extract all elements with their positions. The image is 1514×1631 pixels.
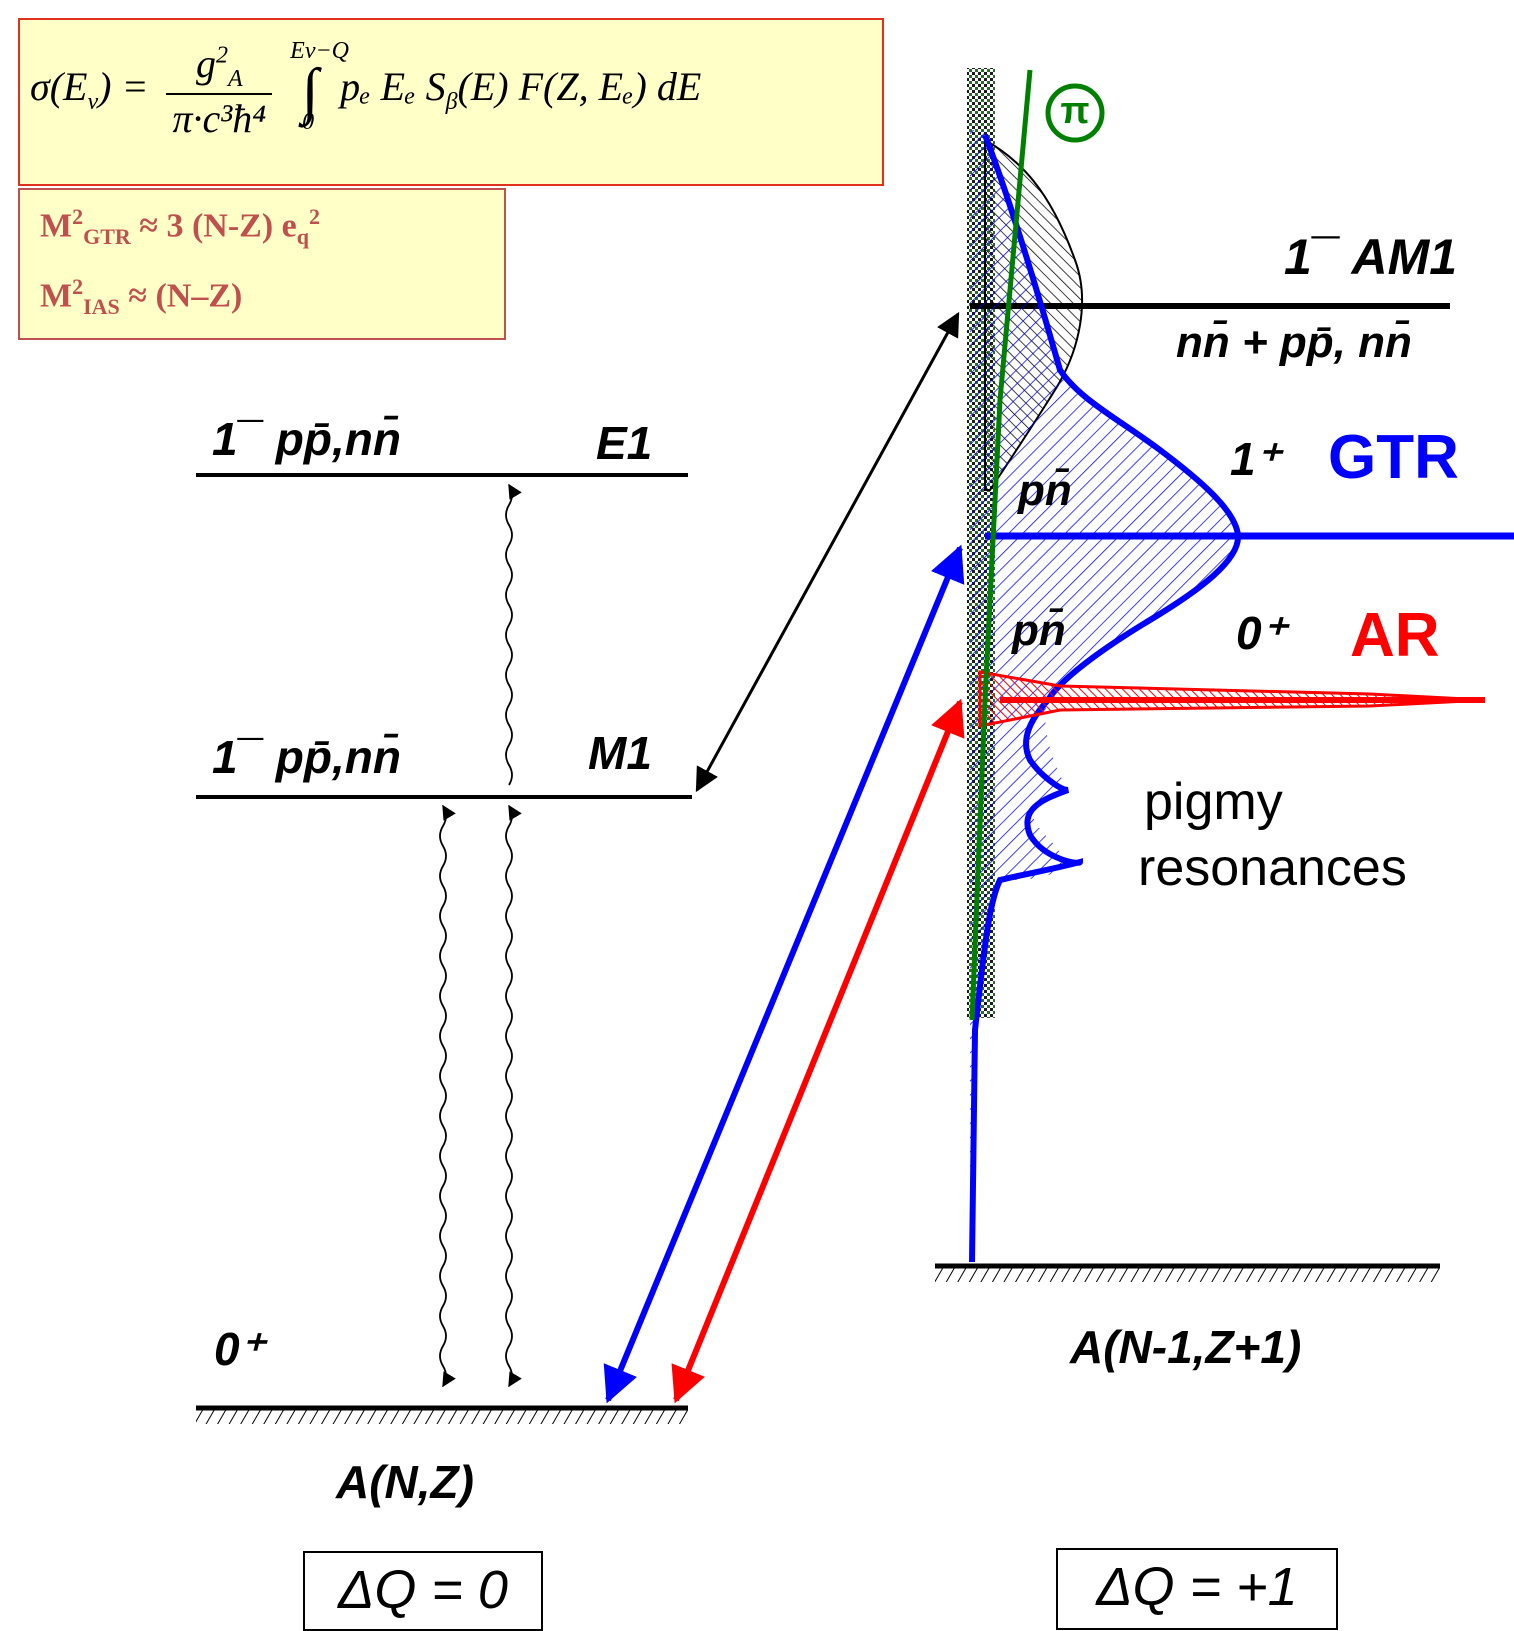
integral-upper-limit: Eν−Q	[290, 38, 349, 64]
gtr-transition-arrow	[603, 544, 965, 1404]
ias-m: M	[40, 277, 73, 315]
pn-lower-label: pn̄	[1012, 606, 1066, 655]
gtr-rhs-sub: q	[296, 224, 309, 250]
ias-matrix-element: M2IAS ≈ (N–Z)	[40, 274, 242, 320]
formula-fraction: g2A π·c³ħ⁴	[166, 40, 273, 142]
gamma-arrow-m1-to-ground-b	[505, 804, 522, 1388]
pigmy-label: pigmy	[1144, 773, 1283, 831]
left-level-scheme	[196, 473, 692, 1424]
formula-integrand-tail: (E) F(Z, Eₑ) dE	[457, 64, 702, 110]
pion-green-line	[969, 69, 1033, 1021]
delta-q-plus-one-box: ΔQ = +1	[1056, 1548, 1338, 1630]
ias-rhs: ≈ (N–Z)	[128, 277, 243, 315]
formula-numerator-sub: A	[227, 66, 243, 92]
matrix-elements-box: M2GTR ≈ 3 (N-Z) eq2 M2IAS ≈ (N–Z)	[18, 188, 506, 340]
ias-sup: 2	[72, 274, 84, 299]
am1-configuration-label: nn̄ + pp̄, nn̄	[1176, 318, 1412, 367]
gtr-resonance-shape	[970, 130, 1239, 1262]
am1-label: 1¯ AM1	[1284, 229, 1458, 285]
gtr-matrix-element: M2GTR ≈ 3 (N-Z) eq2	[40, 204, 320, 250]
formula-denominator: π·c³ħ⁴	[166, 93, 273, 142]
ground-state-spin-left: 0⁺	[214, 1323, 264, 1375]
formula-integrand: pₑ Eₑ S	[340, 64, 446, 110]
m1-multipolarity-label: M1	[588, 727, 652, 779]
formula-integral: Eν−Q ∫ 0	[290, 38, 349, 135]
formula-integrand-sub: β	[445, 89, 458, 116]
ground-hatch-left	[196, 1410, 688, 1424]
gamma-arrow-e1-to-m1	[505, 483, 522, 786]
formula-numerator: g2A	[166, 40, 272, 93]
integral-lower-limit: 0	[302, 109, 315, 135]
ground-hatch-right	[935, 1268, 1440, 1282]
ar-spin-label: 0⁺	[1236, 607, 1286, 659]
daughter-nucleus-label: A(N-1,Z+1)	[1070, 1321, 1302, 1373]
m1-level-label: 1¯ pp̄,nn̄	[212, 731, 401, 783]
am1-to-m1-arrow	[695, 311, 960, 793]
formula-lhs-sub: ν	[87, 89, 99, 116]
ias-sub: IAS	[83, 294, 120, 320]
pion-circle	[1045, 83, 1105, 143]
right-level-scheme	[935, 68, 1514, 1282]
gtr-sup: 2	[72, 204, 84, 229]
gtr-label: GTR	[1328, 423, 1459, 492]
pn-upper-label: pn̄	[1018, 466, 1072, 515]
e1-level-label: 1¯ pp̄,nn̄	[212, 413, 401, 465]
resonances-label: resonances	[1138, 839, 1407, 897]
gtr-rhs-sup: 2	[308, 204, 320, 229]
gtr-sub: GTR	[83, 224, 131, 250]
pion-label: π	[1060, 90, 1090, 132]
formula-numerator-g: g	[195, 41, 216, 86]
cross-section-formula-box: σ(Eν) = g2A π·c³ħ⁴ Eν−Q ∫ 0 pₑ Eₑ Sβ(E) …	[18, 18, 884, 186]
gtr-spin-label: 1⁺	[1230, 433, 1280, 485]
gtr-m: M	[40, 207, 73, 245]
gamma-arrow-m1-to-ground-a	[439, 804, 456, 1388]
gtr-rhs: ≈ 3 (N-Z) e	[139, 207, 297, 245]
parent-nucleus-label: A(N,Z)	[336, 1456, 474, 1508]
integral-sign-icon: ∫	[301, 57, 319, 125]
ar-transition-arrow	[671, 698, 965, 1404]
ar-label: AR	[1350, 601, 1440, 670]
formula-numerator-sup: 2	[215, 42, 228, 69]
cross-section-formula: σ(Eν) = g2A π·c³ħ⁴ Eν−Q ∫ 0 pₑ Eₑ Sβ(E) …	[30, 38, 702, 142]
delta-q-zero-box: ΔQ = 0	[303, 1551, 543, 1631]
formula-lhs: σ(E	[30, 64, 88, 110]
e1-multipolarity-label: E1	[596, 417, 653, 469]
formula-lhs-tail: ) =	[98, 64, 149, 110]
